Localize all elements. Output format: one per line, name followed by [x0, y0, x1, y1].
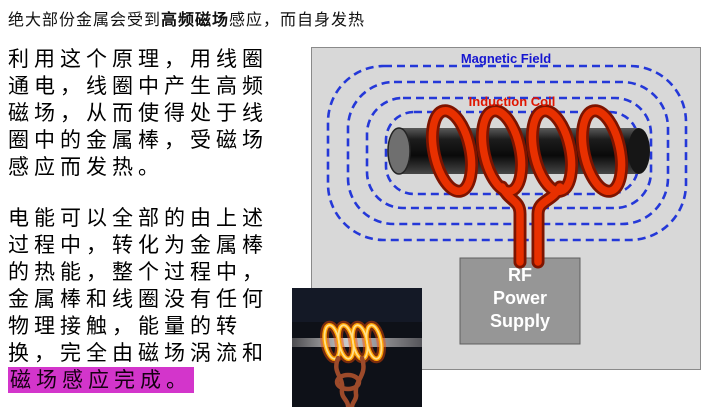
induction-coil-photo	[292, 288, 422, 407]
photo-rod	[292, 338, 422, 347]
headline-bold: 高频磁场	[161, 12, 230, 29]
psu-line-power: Power	[492, 288, 548, 308]
slide-canvas: 绝大部份金属会受到高频磁场感应，而自身发热 利用这个原理，用线圈通电，线圈中产生…	[8, 6, 701, 407]
paragraph-energy-text: 电能可以全部的由上述过程中，转化为金属棒的热能，整个过程中，金属棒和线圈没有任何…	[8, 206, 268, 365]
headline: 绝大部份金属会受到高频磁场感应，而自身发热	[8, 6, 365, 30]
headline-pre: 绝大部份金属会受到	[8, 12, 162, 29]
diagram-graphic	[326, 64, 688, 345]
induction-coil-label: Induction Coil	[468, 94, 556, 109]
highlighted-text: 磁场感应完成。	[8, 367, 194, 393]
psu-line-supply: Supply	[489, 311, 550, 331]
magnetic-field-label: Magnetic Field	[460, 51, 552, 66]
body-text-column: 利用这个原理，用线圈通电，线圈中产生高频磁场，从而使得处于线圈中的金属棒，受磁场…	[8, 46, 292, 418]
photo-glowing-coil	[320, 320, 386, 364]
rf-power-supply-box	[459, 257, 581, 345]
paragraph-energy: 电能可以全部的由上述过程中，转化为金属棒的热能，整个过程中，金属棒和线圈没有任何…	[8, 205, 292, 394]
photo-copper-tubes	[334, 355, 366, 407]
paragraph-principle: 利用这个原理，用线圈通电，线圈中产生高频磁场，从而使得处于线圈中的金属棒，受磁场…	[8, 47, 268, 179]
induction-coil-graphic	[425, 104, 629, 269]
headline-post: 感应，而自身发热	[229, 12, 366, 29]
photo-graphic	[292, 288, 422, 407]
psu-line-rf: RF	[508, 265, 532, 285]
rf-power-supply-label: RF Power Supply	[460, 264, 580, 333]
